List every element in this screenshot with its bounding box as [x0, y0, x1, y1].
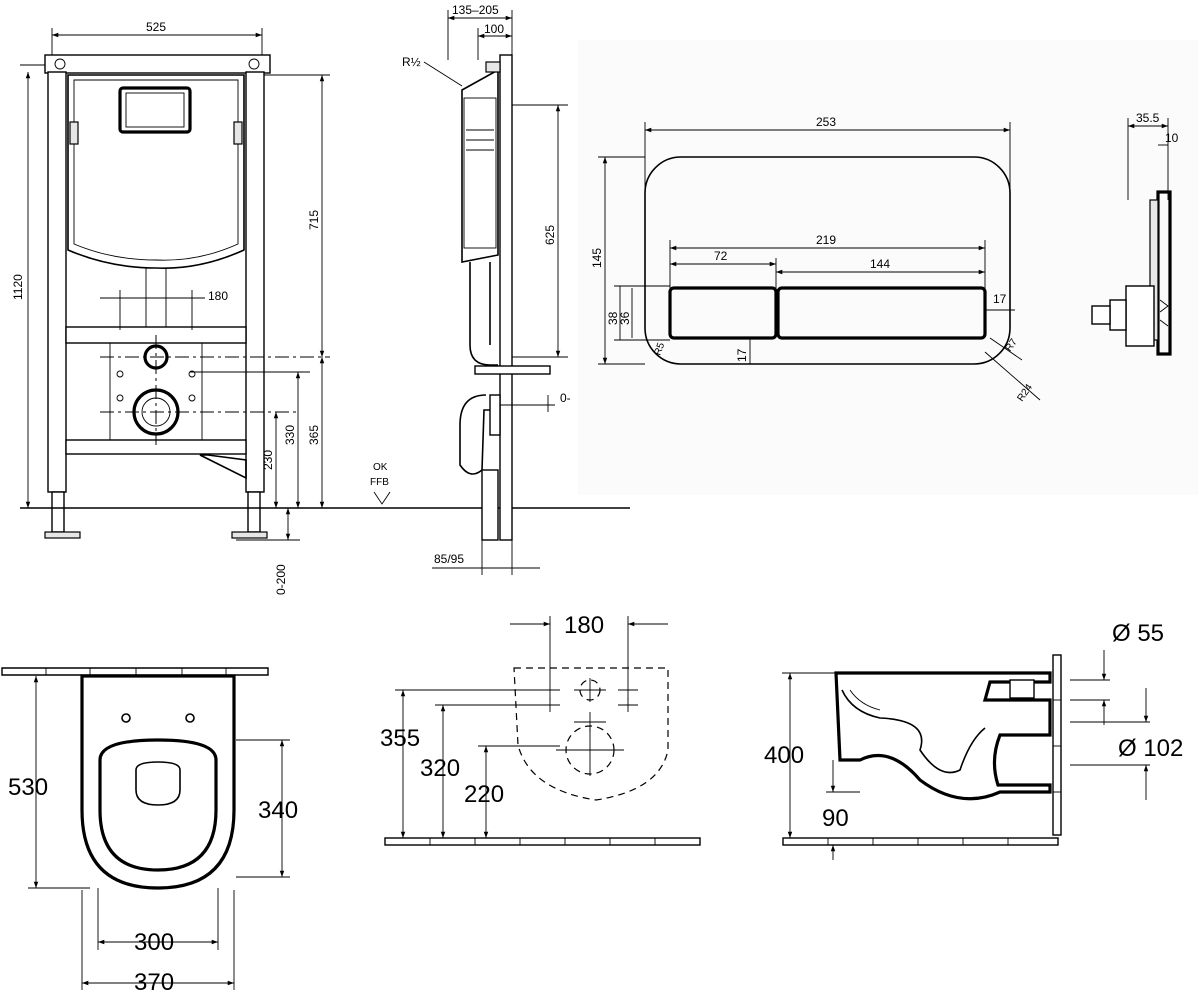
mount-320-label: 320 — [420, 755, 460, 782]
frame-height-label: 1120 — [11, 274, 25, 300]
flush-plate-view: 253 219 72 144 145 38 36 17 17 — [578, 40, 1198, 495]
mount-220-label: 220 — [464, 781, 504, 808]
bowl-height-label: 400 — [764, 742, 804, 769]
inner-width-label: 300 — [134, 929, 174, 956]
frame-center-label: 180 — [208, 289, 228, 303]
side-depth-label: 135–205 — [452, 3, 499, 17]
floor-mark-ok: OK — [373, 462, 388, 473]
dim-230-label: 230 — [261, 450, 275, 470]
buttons-width-label: 219 — [816, 233, 836, 247]
plate-depth-label: 35.5 — [1136, 111, 1160, 125]
tank-height-label: 715 — [307, 210, 321, 230]
frame-side-view: 135–205 100 R½ 0- 625 — [402, 3, 571, 575]
foot-label: 85/95 — [434, 552, 464, 566]
bowl-length-label: 530 — [8, 774, 48, 801]
outlet-diameter-label: Ø 102 — [1118, 735, 1183, 762]
bowl-side-view: 400 90 Ø 55 Ø 102 — [764, 620, 1183, 860]
side-625-label: 625 — [543, 225, 557, 245]
dim-36-label: 36 — [618, 311, 632, 325]
small-button-label: 72 — [714, 249, 728, 263]
plate-height-label: 145 — [590, 248, 604, 268]
dim-17-right-label: 17 — [993, 292, 1007, 306]
bowl-top-view: 530 340 300 370 — [1, 667, 298, 996]
thread-label: R½ — [402, 55, 421, 69]
plate-width-label: 253 — [816, 115, 836, 129]
radius-r5-label: R5 — [652, 341, 667, 357]
frame-front-view: 525 180 — [11, 20, 630, 595]
dim-330-label: 330 — [283, 425, 297, 445]
wall-mount-view: 180 355 320 220 — [380, 612, 701, 846]
adjust-range-label: 0-200 — [274, 564, 288, 595]
plate-depth-inner-label: 10 — [1165, 131, 1179, 145]
outer-width-label: 370 — [134, 969, 174, 996]
dim-17-bottom-label: 17 — [735, 348, 749, 362]
frame-width-label: 525 — [146, 20, 166, 34]
dim-38-label: 38 — [606, 311, 620, 325]
mount-355-label: 355 — [380, 725, 420, 752]
side-offset-label: 0- — [560, 391, 571, 405]
large-button-label: 144 — [870, 257, 890, 271]
mount-spacing-label: 180 — [564, 612, 604, 639]
bowl-offset-label: 90 — [822, 805, 849, 832]
inlet-diameter-label: Ø 55 — [1112, 620, 1164, 647]
dim-365-label: 365 — [307, 425, 321, 445]
seat-length-label: 340 — [258, 797, 298, 824]
floor-mark-ffb: FFB — [370, 477, 389, 488]
side-depth-inner-label: 100 — [484, 22, 504, 36]
